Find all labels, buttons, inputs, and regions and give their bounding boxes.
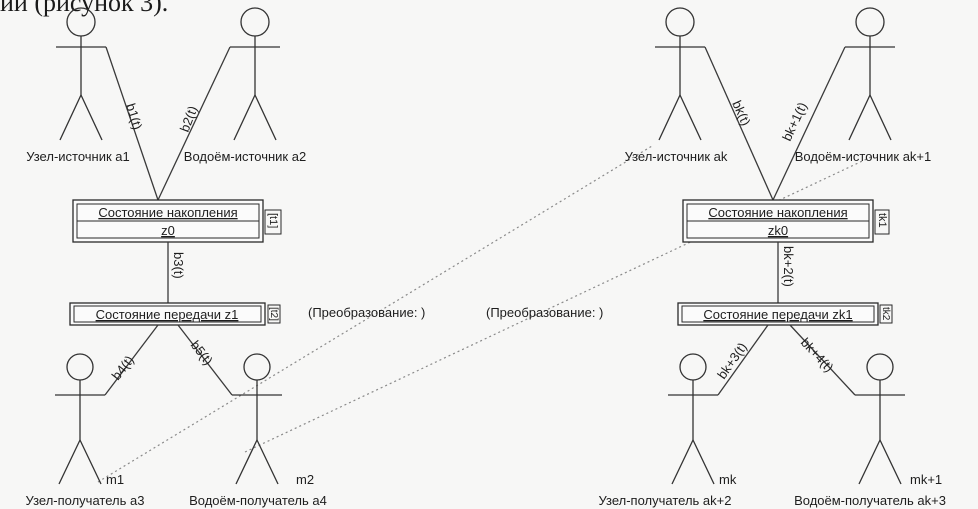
state-right-transfer-title: Состояние передачи zk1 <box>703 307 852 322</box>
flow-bk-label: bk(t) <box>729 98 753 128</box>
state-left-transfer-title: Состояние передачи z1 <box>96 307 239 322</box>
flow-bk1-label: bk+1(t) <box>779 100 810 143</box>
state-right-accum-note: tk1 <box>876 213 888 228</box>
actor-tag-mk: mk <box>719 472 737 487</box>
actor-label-m2: Водоём-получатель a4 <box>189 493 327 508</box>
actor-m1: m1 Узел-получатель a3 <box>26 353 145 508</box>
flow-b1-line <box>105 46 159 201</box>
actor-mk1: mk+1 Водоём-получатель ak+3 <box>794 353 946 508</box>
actor-a1: Узел-источник a1 <box>26 7 130 164</box>
actor-a2: Водоём-источник a2 <box>184 7 306 164</box>
flow-bk4-label: bk+4(t) <box>798 335 837 375</box>
flow-bk4-line <box>789 324 856 396</box>
state-right-accum: Состояние накопления zk0 tk1 <box>682 199 890 243</box>
actor-label-m1: Узел-получатель a3 <box>26 493 145 508</box>
note-right: (Преобразование: ) <box>486 305 603 320</box>
state-left-accum-note: [t1] <box>267 213 279 228</box>
actor-label-a1: Узел-источник a1 <box>26 149 130 164</box>
flow-bk1-line <box>772 46 846 201</box>
dotted-link-2 <box>244 155 874 453</box>
flow-b2-line <box>157 46 231 201</box>
flow-b5-line <box>177 324 233 396</box>
actor-label-ak1: Водоём-источник ak+1 <box>795 149 932 164</box>
note-left: (Преобразование: ) <box>308 305 425 320</box>
actor-tag-m2: m2 <box>296 472 314 487</box>
state-left-transfer-note: [t2] <box>268 307 279 321</box>
actor-label-ak: Узел-источник ak <box>625 149 728 164</box>
actor-tag-mk1: mk+1 <box>910 472 942 487</box>
state-left-accum-name: z0 <box>161 223 175 238</box>
actor-label-a2: Водоём-источник a2 <box>184 149 306 164</box>
flow-b3-label: b3(t) <box>171 252 186 279</box>
actor-tag-m1: m1 <box>106 472 124 487</box>
flow-b4-line <box>104 324 159 396</box>
actor-mk: mk Узел-получатель ak+2 <box>599 353 737 508</box>
state-left-accum: Состояние накопления z0 [t1] <box>72 199 282 243</box>
state-right-transfer: Состояние передачи zk1 tk2 <box>677 302 893 326</box>
state-right-accum-title: Состояние накопления <box>708 205 847 220</box>
actor-ak: Узел-источник ak <box>625 7 728 164</box>
state-left-transfer: Состояние передачи z1 [t2] <box>69 302 281 326</box>
actor-ak1: Водоём-источник ak+1 <box>795 7 932 164</box>
flow-bk-line <box>704 46 774 201</box>
state-left-accum-title: Состояние накопления <box>98 205 237 220</box>
state-right-transfer-note: tk2 <box>880 307 891 321</box>
actor-m2: m2 Водоём-получатель a4 <box>189 353 327 508</box>
flow-bk3-line <box>717 324 769 396</box>
flow-bk2-label: bk+2(t) <box>781 246 796 287</box>
state-right-accum-name: zk0 <box>768 223 788 238</box>
actor-label-mk: Узел-получатель ak+2 <box>599 493 732 508</box>
flow-b4-label: b4(t) <box>109 353 137 383</box>
flow-b1-label: b1(t) <box>123 101 145 131</box>
actor-label-mk1: Водоём-получатель ak+3 <box>794 493 946 508</box>
